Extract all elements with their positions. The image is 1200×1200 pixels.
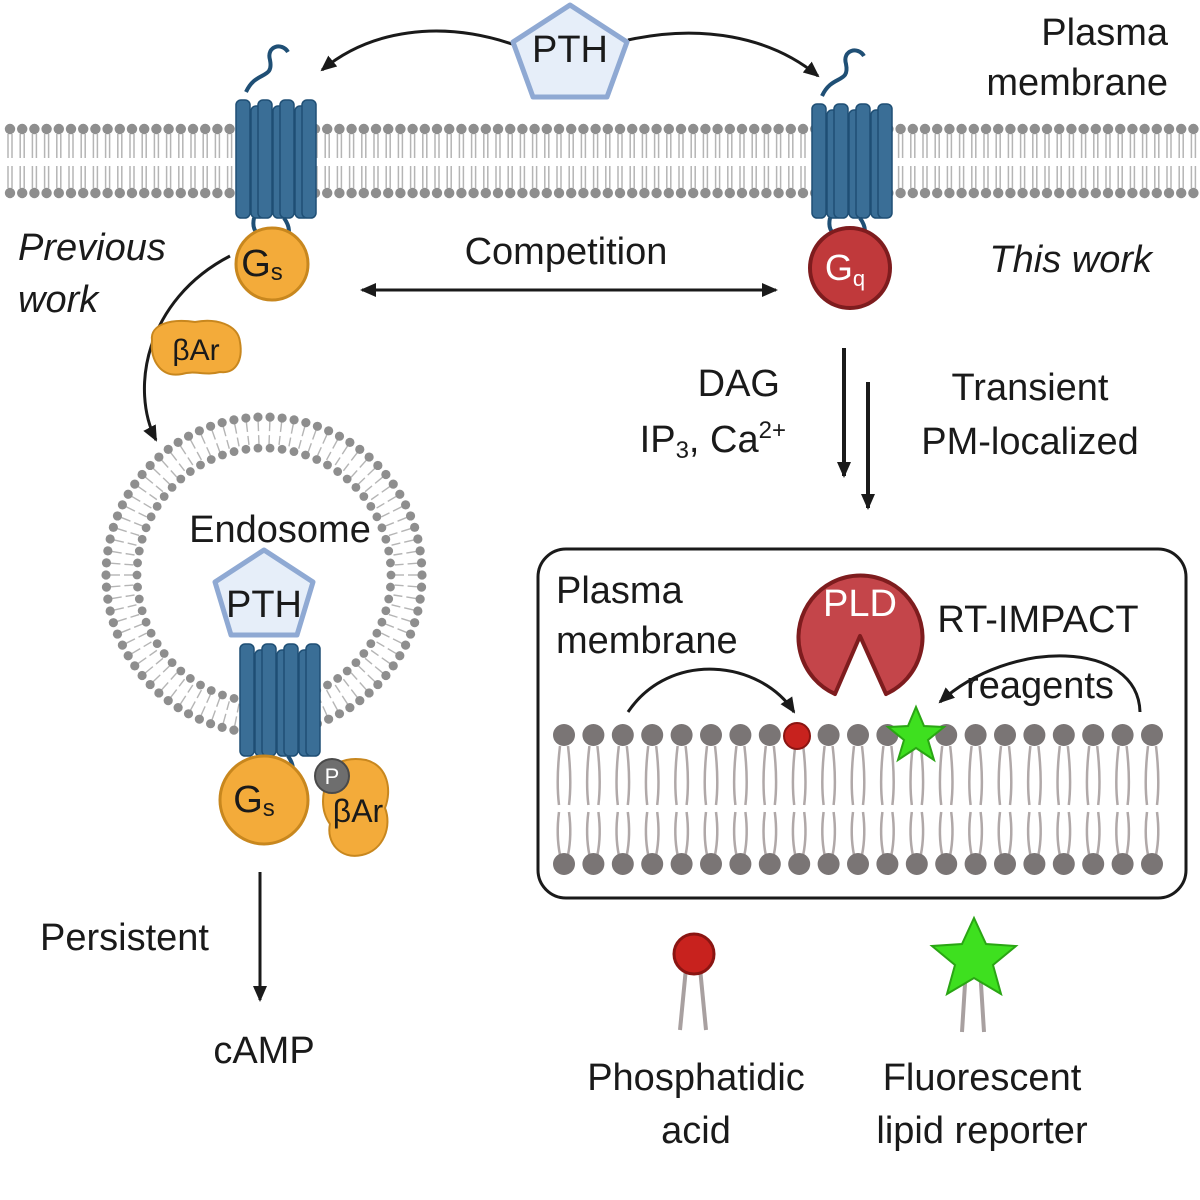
rt-impact-box — [536, 547, 1188, 900]
previous-work-label: Previous — [18, 227, 166, 269]
previous-work-label: work — [18, 279, 100, 321]
phosphatidic-acid-head-in-membrane — [783, 722, 811, 750]
phospho-p-icon: P — [314, 758, 350, 794]
svg-text:P: P — [325, 764, 340, 789]
arrows — [143, 29, 1142, 1002]
transient-label: PM-localized — [921, 421, 1139, 463]
box-plasma-membrane-label: Plasma — [556, 570, 684, 612]
gpcr-receptor-icon — [811, 48, 893, 254]
svg-text:Gq: Gq — [825, 247, 865, 291]
pm-to-pa-arrow — [626, 667, 796, 714]
this-work-label: This work — [989, 239, 1154, 281]
gs-protein-top: Gs — [234, 226, 310, 302]
ip3-ca-label: IP3, Ca2+ — [640, 417, 786, 464]
beta-arrestin-free: βAr — [150, 319, 242, 376]
legend-phosphatidic-acid-label: acid — [661, 1110, 731, 1152]
dag-label: DAG — [698, 363, 780, 405]
persistent-label: Persistent — [40, 917, 209, 959]
box-plasma-membrane — [553, 724, 1163, 875]
plasma-membrane-top-label: Plasma — [1041, 12, 1169, 54]
phosphatidic-acid-icon — [672, 932, 716, 1031]
pth-to-left-receptor-arrow — [320, 29, 513, 72]
pth-top-label: PTH — [532, 29, 608, 71]
reagents-label: reagents — [966, 665, 1114, 707]
svg-text:βAr: βAr — [333, 793, 384, 829]
legend-reporter-label: Fluorescent — [883, 1057, 1082, 1099]
top-plasma-membrane — [4, 123, 1199, 199]
svg-text:PLD: PLD — [823, 583, 897, 625]
transient-label: Transient — [952, 367, 1109, 409]
endosome-label: Endosome — [189, 509, 371, 551]
text-labels: Plasma membrane Previous work This work … — [18, 12, 1169, 1152]
gs-protein-endosome: Gs — [218, 754, 310, 846]
svg-text:Gs: Gs — [233, 779, 275, 822]
pth-pentagon-icon: PTH — [212, 547, 316, 638]
svg-text:βAr: βAr — [172, 334, 219, 367]
star-reporter-icon — [929, 915, 1019, 1033]
legend-reporter-label: lipid reporter — [876, 1110, 1088, 1152]
plasma-membrane-top-label: membrane — [986, 62, 1168, 104]
legend-phosphatidic-acid-label: Phosphatidic — [587, 1057, 805, 1099]
endosome-membrane — [101, 412, 427, 738]
box-plasma-membrane-label: membrane — [556, 620, 738, 662]
pth-endosome-label: PTH — [226, 584, 302, 626]
pld-enzyme: PLD — [796, 573, 925, 696]
camp-label: cAMP — [213, 1030, 314, 1072]
gpcr-receptor-icon — [235, 44, 317, 254]
rt-impact-label: RT-IMPACT — [937, 599, 1138, 641]
gq-protein: Gq — [808, 226, 892, 310]
svg-text:Gs: Gs — [241, 243, 283, 286]
pth-pentagon-icon: PTH — [510, 2, 630, 100]
pth-to-right-receptor-arrow — [627, 31, 820, 78]
star-reporter-icon — [885, 704, 947, 763]
competition-label: Competition — [465, 231, 668, 273]
reagents-to-reporter-arrow — [938, 654, 1142, 713]
